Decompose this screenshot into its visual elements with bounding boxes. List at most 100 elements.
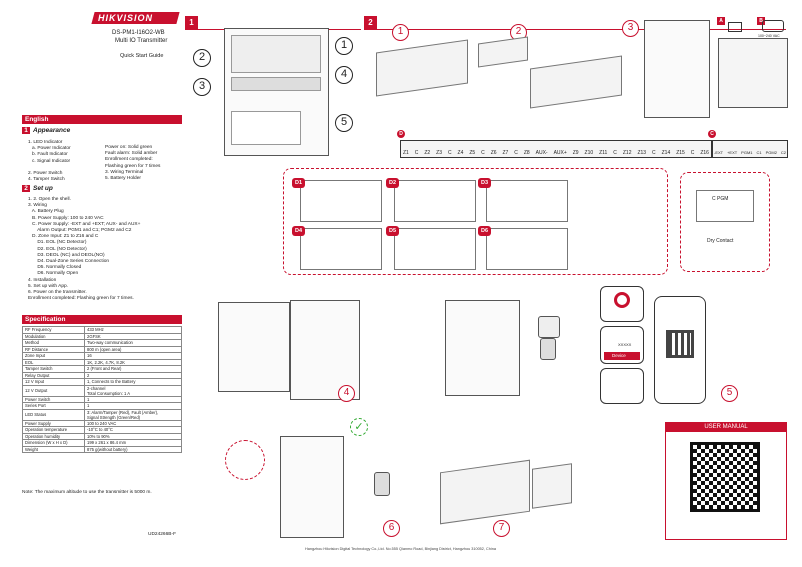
output-terminal-label: -EXT [713,150,724,155]
zone-terminal-label: Z16 [700,150,709,156]
d3-tag: D3 [478,178,491,188]
step-6-device [280,436,344,538]
output-terminal-label: C1 [756,150,762,155]
zone-terminal-label: AUX+ [553,150,567,156]
app-serial: XXXXX [618,342,632,347]
step-4-device-front [445,300,520,396]
zone-terminal-label: Z13 [637,150,647,156]
step-7-badge: 7 [493,520,510,537]
product-name: Multi IO Transmitter [115,38,168,44]
step-3-wiring-board [644,20,710,118]
d1-tag: D1 [292,178,305,188]
step-3-badge: 3 [622,20,639,37]
language-bar: English [22,115,182,124]
section2-divider [364,29,786,30]
zone-terminal-label: Z12 [622,150,632,156]
zone-terminal-label: Z15 [676,150,685,156]
appearance-list: 1. LED Indicator a. Power Indicator b. F… [28,140,71,183]
setup-title: Set up [33,185,53,192]
brand-name: HIKVISION [98,13,154,23]
zone-terminal-label: Z8 [523,150,530,156]
zone-terminal-label: Z5 [469,150,476,156]
step-7b-illustration [532,463,572,509]
footer-address: Hangzhou Hikvision Digital Technology Co… [305,547,496,551]
label-a: A [717,17,725,25]
d1-diagram [300,180,382,222]
zone-terminal-label: C [481,150,485,156]
zone-terminal-label: C [514,150,518,156]
zone-terminal-label: Z11 [599,150,608,156]
output-terminal-label: C2 [780,150,787,155]
app-add-phone [600,368,644,404]
d6-tag: D6 [478,226,491,236]
step-4-device [290,300,360,400]
output-terminal-label: +EXT [727,150,738,155]
zone-terminal-label: Z1 [402,150,409,156]
output-terminal-label: PGM1 [741,150,753,155]
spec-value: 2-channel Total Consumption: 1 A [84,384,182,397]
zone-terminal-label: AUX- [535,150,548,156]
label-c: C [708,130,716,138]
app-device-label[interactable]: Device [612,353,626,358]
zone-terminal-label: Z6 [490,150,497,156]
pgm-label: C PGM [712,196,729,202]
setup-num: 2 [22,185,30,192]
model-name: DS-PM1-I16O2-WB [112,30,165,36]
label-b: B [757,17,765,25]
label-d: D [397,130,405,138]
zone-terminal-label: Z3 [436,150,442,156]
callout-2: 2 [193,49,211,67]
setup-steps: 1. 2. Open the shell. 3. Wiring A. Batte… [28,197,141,302]
d5-diagram [394,228,476,270]
d4-tag: D4 [292,226,305,236]
ac-label: 100~240 VAC [758,34,780,38]
step-2b-illustration [530,55,622,109]
zone-terminal-label: Z9 [572,150,579,156]
zone-terminal-label: Z10 [584,150,594,156]
d2-diagram [394,180,476,222]
d4-diagram [300,228,382,270]
zone-terminal-label: C [447,150,452,156]
section1-tag: 1 [185,16,198,29]
scan-target-icon [614,292,630,308]
check-icon: ✓ [350,418,368,436]
zone-terminal-label: Z4 [457,150,464,156]
output-terminal-strip [712,140,788,158]
spec-key: 12 V Output [22,384,85,397]
section2-tag: 2 [364,16,377,29]
dry-contact-label: Dry Contact [707,238,734,244]
battery-plug-icon [728,22,742,32]
step-4-badge: 4 [338,385,355,402]
spec-value: 875 g(without battery) [84,445,182,453]
appearance-title: Appearance [33,127,71,134]
d2-tag: D2 [386,178,399,188]
zone-terminal-label: Z2 [424,150,431,156]
ac-plug-icon [762,20,784,32]
doc-code: UD24266B-F [148,532,176,537]
appearance-led-status: Power on: Solid green Fault alarm: Solid… [105,145,161,182]
zone-terminal-label: C [652,150,656,156]
zone-terminal-strip [400,140,712,158]
power-adapter-icon [538,316,560,338]
device-open-view [224,28,329,156]
d6-diagram [486,228,568,270]
step-2-illustration [478,36,528,68]
zone-terminal-label: Z7 [502,150,509,156]
output-terminal-label: PGM2 [765,150,777,155]
user-manual-qr[interactable] [690,442,760,512]
power-switch-closeup [225,440,265,480]
qr-code-icon [666,330,694,358]
step-4-wall-mount [218,302,290,392]
callout-3: 3 [193,78,211,96]
zone-terminal-label: C [690,150,695,156]
spec-key: Weight [22,445,85,453]
step-6-adapter [374,472,390,496]
user-manual-bar: USER MANUAL [665,422,787,432]
